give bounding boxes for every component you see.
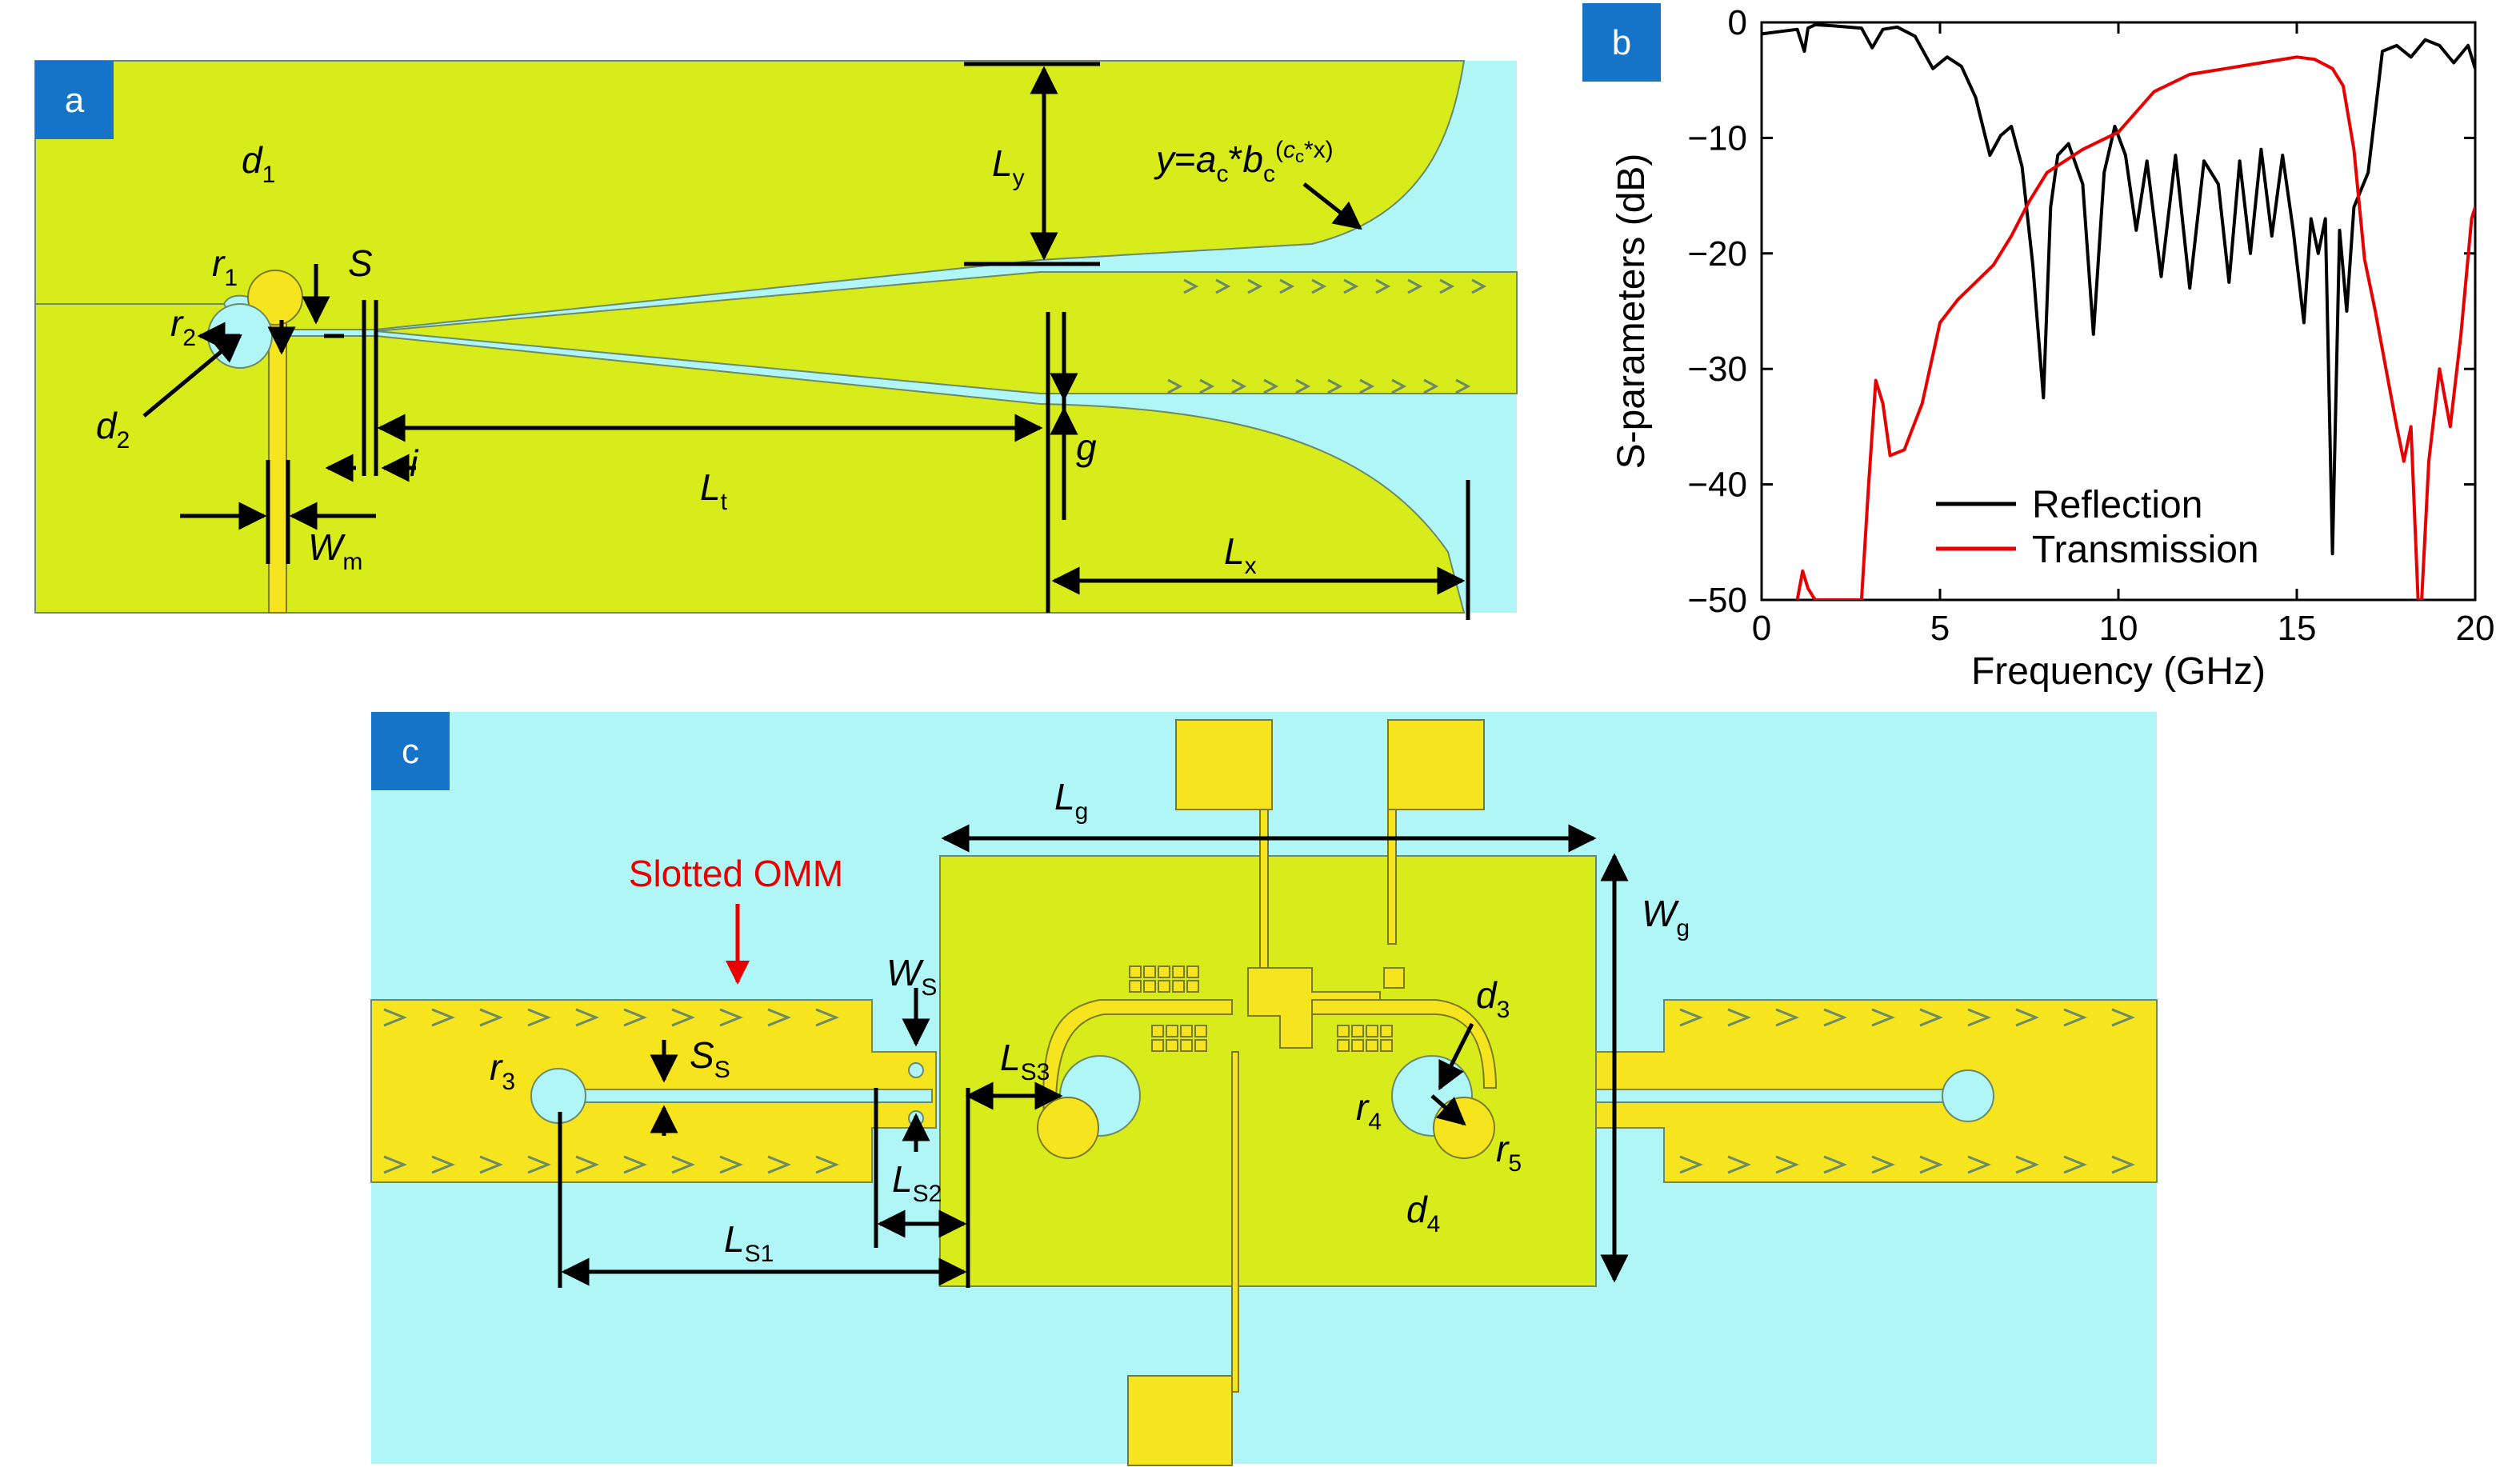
svg-text:d2: d2 bbox=[96, 405, 130, 454]
panel-c-tag: c bbox=[402, 732, 419, 771]
svg-text:r4: r4 bbox=[1356, 1086, 1382, 1135]
svg-text:d4: d4 bbox=[1406, 1189, 1440, 1237]
svg-text:Wg: Wg bbox=[1642, 893, 1690, 941]
svg-text:r1: r1 bbox=[212, 242, 238, 291]
svg-text:LS1: LS1 bbox=[724, 1218, 774, 1267]
svg-text:r2: r2 bbox=[170, 302, 196, 351]
svg-text:Lt: Lt bbox=[700, 466, 728, 515]
panel-a-labels: d1 r1 r2 d2 S i Lt Ly g Wm Lx y=ac*bc(cc… bbox=[96, 137, 1334, 579]
svg-text:LS2: LS2 bbox=[892, 1158, 942, 1207]
x-tick-label: 10 bbox=[2099, 609, 2138, 648]
panel-a-corrugations bbox=[1167, 278, 1487, 394]
svg-text:Lx: Lx bbox=[1224, 530, 1257, 579]
panel-a-tag-bg bbox=[35, 61, 114, 139]
panel-a-center-strip bbox=[375, 271, 1518, 394]
panel-a-upper-metal bbox=[34, 60, 1466, 330]
x-tick-label: 5 bbox=[1930, 609, 1950, 648]
panel-a-tag: a bbox=[65, 81, 85, 120]
y-tick-label: −30 bbox=[1687, 350, 1747, 389]
y-tick-label: 0 bbox=[1728, 3, 1747, 42]
svg-text:d1: d1 bbox=[242, 139, 275, 188]
y-tick-label: −10 bbox=[1687, 118, 1747, 158]
panel-b-tag: b bbox=[1612, 23, 1631, 62]
svg-text:Lg: Lg bbox=[1054, 776, 1088, 825]
series-line-reflection bbox=[1762, 22, 2475, 556]
panel-c-slot-right-end bbox=[1942, 1069, 1994, 1122]
svg-text:g: g bbox=[1076, 426, 1097, 468]
svg-text:Wm: Wm bbox=[308, 526, 362, 575]
svg-text:y=ac*bc(cc*x): y=ac*bc(cc*x) bbox=[1154, 137, 1334, 187]
series-line-transmission bbox=[1795, 55, 2475, 600]
y-tick-label: −20 bbox=[1687, 234, 1747, 274]
y-tick-label: −40 bbox=[1687, 466, 1747, 505]
svg-text:r3: r3 bbox=[490, 1046, 515, 1095]
svg-text:LS3: LS3 bbox=[1000, 1037, 1050, 1085]
panel-c-tag-bg bbox=[371, 712, 450, 790]
x-tick-label: 15 bbox=[2278, 609, 2317, 648]
panel-b-tag-bg bbox=[1582, 3, 1661, 82]
chart-lines bbox=[1762, 22, 2475, 600]
legend-label-reflection: Reflection bbox=[2032, 484, 2202, 526]
panel-c-corrugations bbox=[383, 1008, 2136, 1174]
panel-c-labels: Slotted OMM Lg Wg WS SS LS3 LS2 LS1 r3 r… bbox=[490, 776, 1690, 1267]
panel-c: c Slotted OMM Lg Wg WS SS LS3 LS2 LS1 r3… bbox=[370, 712, 2158, 1466]
svg-text:S: S bbox=[348, 242, 373, 284]
panel-a: a d1 r1 r2 d2 S i Lt Ly g Wm Lx y=ac*bc(… bbox=[34, 60, 1518, 620]
x-axis-label: Frequency (GHz) bbox=[1971, 650, 2266, 693]
svg-text:r5: r5 bbox=[1496, 1128, 1522, 1177]
panel-a-microstrip-feed bbox=[268, 315, 287, 614]
x-tick-label: 20 bbox=[2456, 609, 2495, 648]
svg-text:d3: d3 bbox=[1476, 974, 1510, 1023]
svg-text:SS: SS bbox=[690, 1034, 730, 1083]
y-axis-label: S-parameters (dB) bbox=[1610, 154, 1653, 470]
legend-label-transmission: Transmission bbox=[2032, 529, 2259, 571]
x-tick-label: 0 bbox=[1752, 609, 1771, 648]
svg-text:i: i bbox=[410, 442, 419, 484]
panel-c-bias-network bbox=[1042, 719, 1498, 1466]
panel-c-stub-left bbox=[1037, 1097, 1099, 1159]
svg-text:WS: WS bbox=[886, 952, 937, 1001]
panel-a-dimensions bbox=[142, 62, 1470, 620]
panel-c-vias-grid bbox=[1129, 965, 1393, 1052]
y-tick-label: −50 bbox=[1687, 581, 1747, 620]
slotted-omm-label: Slotted OMM bbox=[629, 853, 843, 894]
chart-legend: Reflection Transmission bbox=[1936, 484, 2259, 571]
svg-text:Ly: Ly bbox=[992, 142, 1025, 191]
panel-c-dimensions bbox=[558, 824, 1629, 1288]
